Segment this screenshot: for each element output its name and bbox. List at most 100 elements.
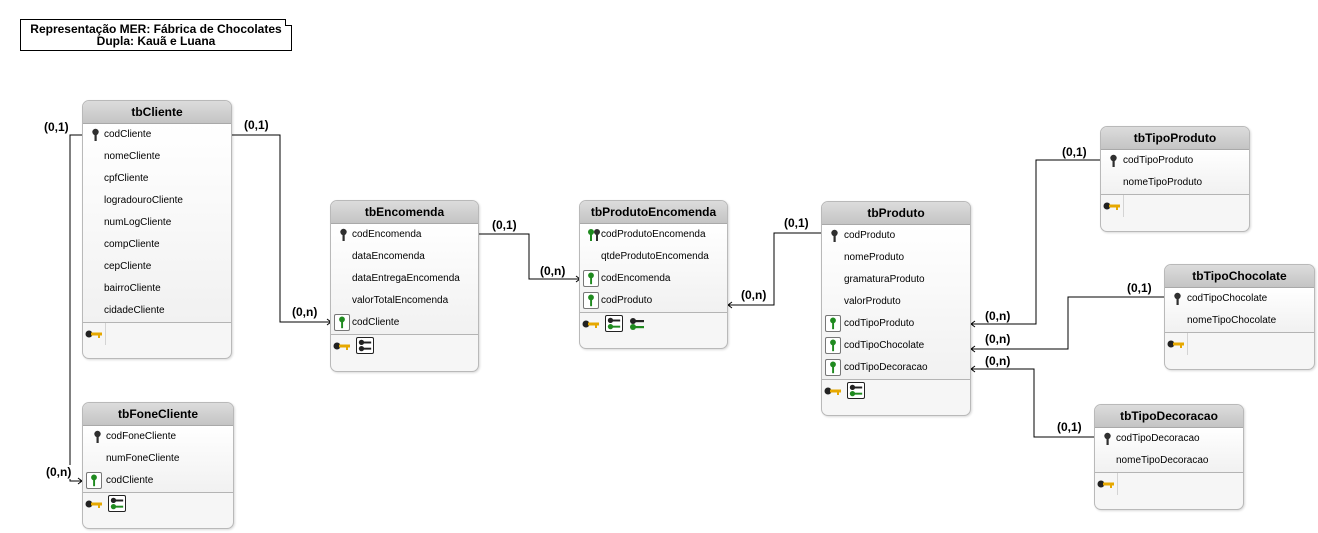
field-row[interactable]: gramaturaProduto xyxy=(822,269,970,291)
field-row[interactable]: codProdutoEncomenda xyxy=(580,224,727,246)
field-row[interactable]: dataEncomenda xyxy=(331,246,478,268)
foreign-key-index-icon xyxy=(108,495,126,512)
table-title: tbTipoProduto xyxy=(1101,127,1249,150)
table-fields: codTipoProduto nomeTipoProduto xyxy=(1101,150,1249,195)
table-indexes xyxy=(1165,333,1314,355)
card-tipodeco-many: (0,n) xyxy=(985,354,1011,368)
field-row[interactable]: codFoneCliente xyxy=(83,426,233,448)
key-index-icon xyxy=(85,500,102,508)
card-tipoprod-many: (0,n) xyxy=(985,309,1011,323)
foreign-key-icon xyxy=(583,270,599,287)
field-row[interactable]: codTipoDecoracao xyxy=(1095,428,1243,450)
table-indexes xyxy=(1101,195,1249,217)
foreign-key-index-icon xyxy=(630,318,644,330)
field-row[interactable]: nomeTipoProduto xyxy=(1101,172,1249,194)
key-index-icon xyxy=(824,387,841,395)
field-row[interactable]: dataEntregaEncomenda xyxy=(331,268,478,290)
field-row[interactable]: cidadeCliente xyxy=(83,300,231,322)
field-row[interactable]: numLogCliente xyxy=(83,212,231,234)
field-name: codProduto xyxy=(601,295,653,306)
table-indexes xyxy=(83,323,231,345)
field-row[interactable]: nomeProduto xyxy=(822,247,970,269)
field-name: codTipoDecoracao xyxy=(844,362,928,373)
field-row[interactable]: logradouroCliente xyxy=(83,190,231,212)
field-row[interactable]: qtdeProdutoEncomenda xyxy=(580,246,727,268)
field-row[interactable]: codTipoDecoracao xyxy=(822,357,970,379)
arrow-produto-tipo xyxy=(970,320,976,328)
field-row[interactable]: codEncomenda xyxy=(331,224,478,246)
field-row[interactable]: codProduto xyxy=(822,225,970,247)
field-row[interactable]: nomeTipoChocolate xyxy=(1165,310,1314,332)
field-row[interactable]: valorTotalEncomenda xyxy=(331,290,478,312)
foreign-key-index-icon xyxy=(356,337,374,354)
table-title: tbEncomenda xyxy=(331,201,478,224)
table-title: tbCliente xyxy=(83,101,231,124)
key-index-icon xyxy=(85,330,102,338)
table-fields: codProdutoEncomenda qtdeProdutoEncomenda… xyxy=(580,224,727,313)
field-row[interactable]: codCliente xyxy=(83,470,233,492)
card-tipochoc-many: (0,n) xyxy=(985,332,1011,346)
field-name: nomeTipoProduto xyxy=(1123,177,1203,188)
foreign-key-index-icon xyxy=(847,382,865,399)
field-row[interactable]: nomeTipoDecoracao xyxy=(1095,450,1243,472)
table-tbtipodecoracao[interactable]: tbTipoDecoracao codTipoDecoracao nomeTip… xyxy=(1094,404,1244,510)
card-enc-pe-one: (0,1) xyxy=(492,218,517,232)
field-name: codTipoDecoracao xyxy=(1116,433,1200,444)
primary-key-icon xyxy=(94,430,101,443)
field-name: nomeProduto xyxy=(844,252,905,263)
table-title: tbProdutoEncomenda xyxy=(580,201,727,224)
field-row[interactable]: valorProduto xyxy=(822,291,970,313)
field-row[interactable]: nomeCliente xyxy=(83,146,231,168)
arrow-produto-choc xyxy=(970,345,976,353)
field-row[interactable]: codCliente xyxy=(331,312,478,334)
field-row[interactable]: codCliente xyxy=(83,124,231,146)
field-row[interactable]: codTipoChocolate xyxy=(1165,288,1314,310)
field-row[interactable]: codProduto xyxy=(580,290,727,312)
arrow-produto-deco xyxy=(970,365,976,373)
table-tbfonecliente[interactable]: tbFoneCliente codFoneCliente numFoneClie… xyxy=(82,402,234,529)
field-name: codProduto xyxy=(844,230,896,241)
table-indexes xyxy=(83,493,233,515)
field-row[interactable]: cpfCliente xyxy=(83,168,231,190)
primary-key-icon xyxy=(831,229,838,242)
primary-key-icon xyxy=(588,229,600,241)
field-name: valorProduto xyxy=(844,296,901,307)
table-indexes xyxy=(1095,473,1243,495)
card-tipochoc-one: (0,1) xyxy=(1127,281,1152,295)
table-tbtipoproduto[interactable]: tbTipoProduto codTipoProduto nomeTipoPro… xyxy=(1100,126,1250,232)
diagram-authors: Dupla: Kauã e Luana xyxy=(96,34,216,48)
field-name: nomeTipoDecoracao xyxy=(1116,455,1209,466)
table-tbencomenda[interactable]: tbEncomenda codEncomenda dataEncomenda d… xyxy=(330,200,479,372)
table-fields: codFoneCliente numFoneCliente codCliente xyxy=(83,426,233,493)
field-row[interactable]: codTipoProduto xyxy=(822,313,970,335)
card-cliente-fone-one: (0,1) xyxy=(44,120,69,134)
key-index-icon xyxy=(1103,202,1120,210)
field-name: codCliente xyxy=(352,317,400,328)
table-tbtipochocolate[interactable]: tbTipoChocolate codTipoChocolate nomeTip… xyxy=(1164,264,1315,370)
field-name: compCliente xyxy=(104,239,160,250)
diagram-title-note: Representação MER: Fábrica de Chocolates… xyxy=(20,19,292,51)
field-row[interactable]: codEncomenda xyxy=(580,268,727,290)
table-tbprodutoencomenda[interactable]: tbProdutoEncomenda codProdutoEncomenda q… xyxy=(579,200,728,349)
table-tbcliente[interactable]: tbCliente codCliente nomeCliente cpfClie… xyxy=(82,100,232,359)
field-row[interactable]: codTipoProduto xyxy=(1101,150,1249,172)
field-row[interactable]: cepCliente xyxy=(83,256,231,278)
foreign-key-icon xyxy=(825,337,841,354)
table-fields: codTipoChocolate nomeTipoChocolate xyxy=(1165,288,1314,333)
key-index-icon xyxy=(1167,340,1184,348)
field-name: gramaturaProduto xyxy=(844,274,925,285)
field-name: codTipoProduto xyxy=(844,318,915,329)
field-row[interactable]: codTipoChocolate xyxy=(822,335,970,357)
field-name: bairroCliente xyxy=(104,283,161,294)
field-row[interactable]: numFoneCliente xyxy=(83,448,233,470)
foreign-key-icon xyxy=(86,472,102,489)
diagram-title: Representação MER: Fábrica de Chocolates xyxy=(30,22,282,36)
table-tbproduto[interactable]: tbProduto codProduto nomeProduto gramatu… xyxy=(821,201,971,416)
field-row[interactable]: compCliente xyxy=(83,234,231,256)
field-name: dataEntregaEncomenda xyxy=(352,273,460,284)
foreign-key-icon xyxy=(825,359,841,376)
rel-encomenda-produtoencomenda xyxy=(479,233,580,280)
field-name: codCliente xyxy=(104,129,152,140)
field-row[interactable]: bairroCliente xyxy=(83,278,231,300)
card-prod-pe-one: (0,1) xyxy=(784,216,809,230)
